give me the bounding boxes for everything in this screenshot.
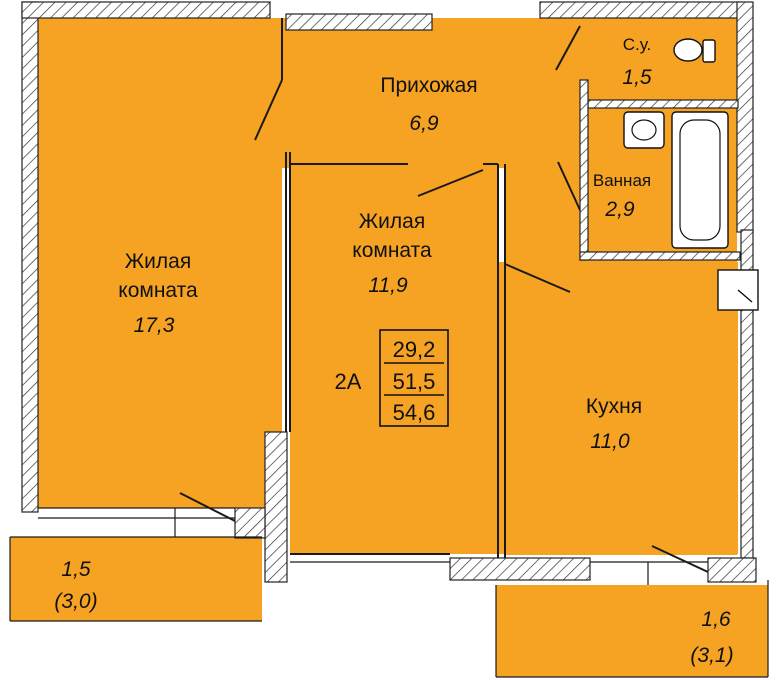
sink-icon: [623, 111, 665, 149]
toilet-icon: [673, 38, 716, 63]
balcony-right-area: 1,6: [701, 608, 731, 631]
wall-left: [21, 1, 39, 513]
wall-bottom-right: [707, 557, 757, 583]
door-balcony-left: [179, 492, 236, 522]
balcony-left-area-full: (3,0): [54, 590, 97, 613]
hallway-area: 6,9: [409, 112, 439, 135]
living-room-1-area: 17,3: [134, 314, 175, 337]
room-labels: Жилая комната 17,3 Прихожая 6,9 Жилая ко…: [54, 35, 733, 667]
wall-top-segment: [285, 13, 433, 31]
kitchen-area: 11,0: [590, 430, 630, 453]
floor-balcony-right: [496, 585, 768, 677]
living-room-2-area: 11,9: [368, 274, 408, 297]
wall-bath-top: [587, 99, 739, 109]
door-wc: [555, 25, 581, 71]
apartment-total-area: 51,5: [393, 369, 436, 394]
wc-name: С.у.: [623, 35, 652, 54]
door-balcony-right: [651, 545, 709, 573]
wall-bath-bottom: [579, 251, 741, 261]
kitchen-name: Кухня: [586, 395, 642, 418]
partitions: [9, 18, 769, 678]
ventilation-shaft-icon: [717, 269, 759, 311]
wc-area: 1,5: [622, 66, 652, 89]
living-room-1-name-line1: Жилая: [125, 250, 191, 273]
balcony-right-area-full: (3,1): [690, 644, 733, 667]
bathtub-icon: [671, 111, 729, 249]
living-room-2-name-line1: Жилая: [359, 210, 425, 233]
bathroom-area: 2,9: [604, 198, 635, 221]
wall-right: [736, 1, 754, 233]
balcony-left-area: 1,5: [61, 558, 91, 581]
floor-living-room-2: [290, 162, 498, 554]
door-bathroom: [557, 161, 581, 211]
hallway-name: Прихожая: [380, 74, 477, 97]
wall-pillar-left: [264, 431, 288, 583]
door-living-room-2: [417, 169, 484, 197]
apartment-living-area: 29,2: [393, 337, 436, 362]
wall-bath-left: [579, 79, 589, 261]
floor-living-room-1: [38, 18, 282, 508]
apartment-area-with-balconies: 54,6: [393, 400, 436, 425]
wall-top-right: [539, 1, 741, 19]
apartment-summary: 2A 29,2 51,5 54,6: [335, 329, 449, 427]
door-living-room-1: [254, 79, 283, 141]
floor-kitchen-lower: [498, 262, 738, 554]
walls: [21, 1, 757, 583]
doors: [179, 25, 709, 573]
living-room-1-name-line2: комната: [118, 279, 198, 302]
wall-top-left: [21, 1, 271, 19]
wall-bottom-left: [234, 507, 266, 539]
wall-bottom-mid: [449, 557, 591, 581]
door-kitchen: [504, 263, 571, 293]
living-room-2-name-line2: комната: [352, 239, 432, 262]
bathroom-name: Ванная: [593, 171, 651, 190]
apartment-code: 2A: [335, 369, 362, 394]
floor-balcony-left: [10, 537, 262, 621]
